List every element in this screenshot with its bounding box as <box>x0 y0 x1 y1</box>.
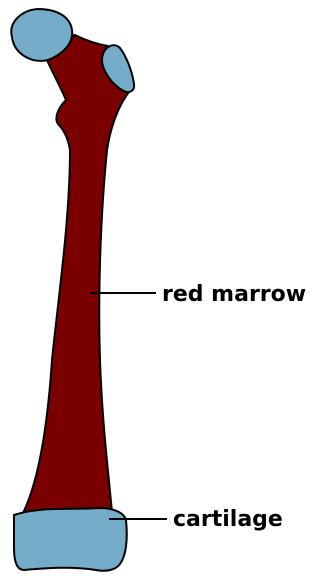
bone-shaft <box>22 35 132 515</box>
cartilage-label: cartilage <box>173 507 283 532</box>
red-marrow-label: red marrow <box>162 282 306 307</box>
distal-cartilage <box>14 508 127 571</box>
